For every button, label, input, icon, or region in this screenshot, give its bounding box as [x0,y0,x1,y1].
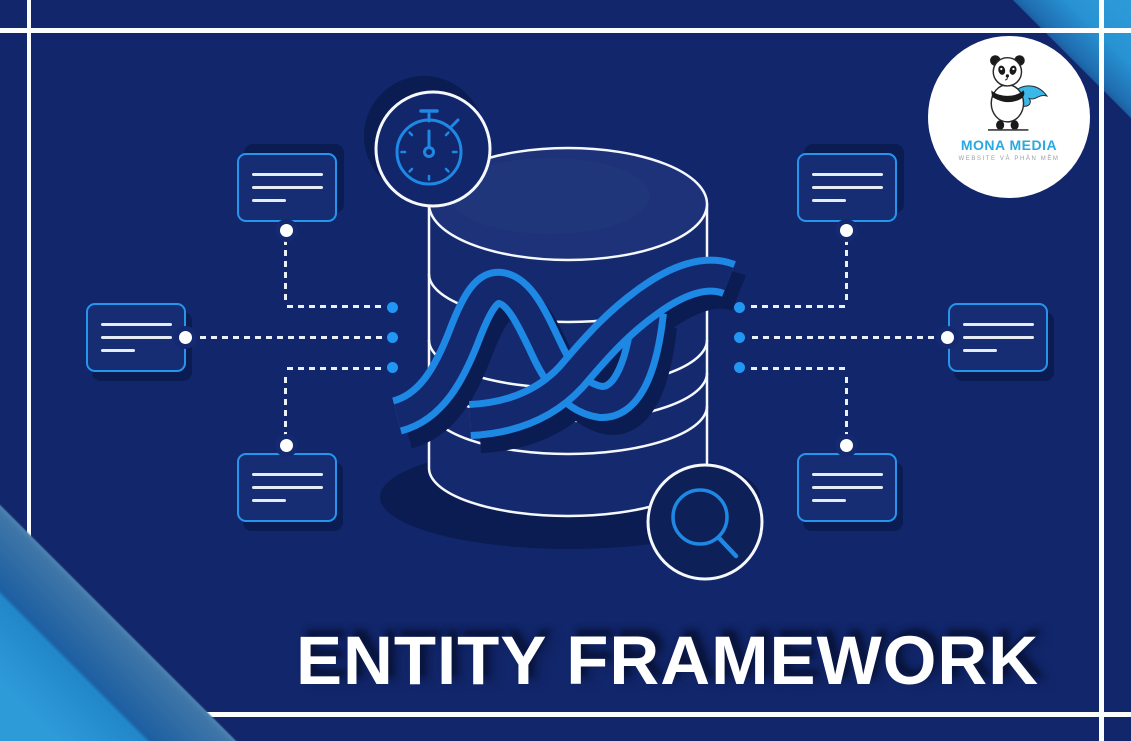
connector-dash [284,239,287,302]
card-text-line [963,323,1034,326]
search-icon [646,463,764,581]
card-text-line [101,336,172,339]
card-connector-dot [941,331,954,344]
card-text-line [252,486,323,489]
connector-dash [200,336,385,339]
frame-line-top [0,28,1131,33]
card-text-line [812,199,846,202]
entity-card-top-left [237,153,337,222]
frame-line-right [1099,0,1104,741]
card-connector-dot [280,224,293,237]
frame-line-bottom [0,712,1131,717]
corner-stripe-bottom-left [0,460,281,741]
hub-dot [387,302,398,313]
brand-logo-tagline: WEBSITE VÀ PHẦN MỀM [958,156,1060,162]
card-connector-dot [179,331,192,344]
hub-dot [734,332,745,343]
connector-dash [845,239,848,302]
panda-mascot-logo [988,55,1049,131]
hub-dot [734,302,745,313]
card-connector-dot [840,224,853,237]
card-text-line [101,323,172,326]
card-text-line [252,173,323,176]
connector-dash [752,336,940,339]
card-text-line [812,473,883,476]
card-connector-dot [280,439,293,452]
stopwatch-icon [374,90,492,208]
card-text-line [101,349,135,352]
hub-dot [387,332,398,343]
connector-dash [845,377,848,441]
connector-dash [751,367,847,370]
card-connector-dot [840,439,853,452]
card-text-line [252,199,286,202]
entity-card-top-right [797,153,897,222]
frame-line-left [27,0,31,741]
card-text-line [812,173,883,176]
hub-dot [734,362,745,373]
connector-dash [287,367,386,370]
entity-card-bottom-right [797,453,897,522]
card-text-line [252,473,323,476]
connector-dash [751,305,847,308]
card-text-line [963,349,997,352]
card-text-line [252,186,323,189]
brand-logo-name: MONA MEDIA [960,137,1058,153]
entity-card-mid-right [948,303,1048,372]
brand-logo-badge: MONA MEDIA WEBSITE VÀ PHẦN MỀM [928,36,1090,198]
dotnet-swoosh-logo [391,256,746,453]
card-text-line [812,186,883,189]
hub-dot [387,362,398,373]
card-text-line [812,499,846,502]
connector-dash [284,377,287,441]
card-text-line [812,486,883,489]
card-text-line [963,336,1034,339]
page-title: ENTITY FRAMEWORK [296,622,1040,699]
entity-card-mid-left [86,303,186,372]
connector-dash [287,305,386,308]
